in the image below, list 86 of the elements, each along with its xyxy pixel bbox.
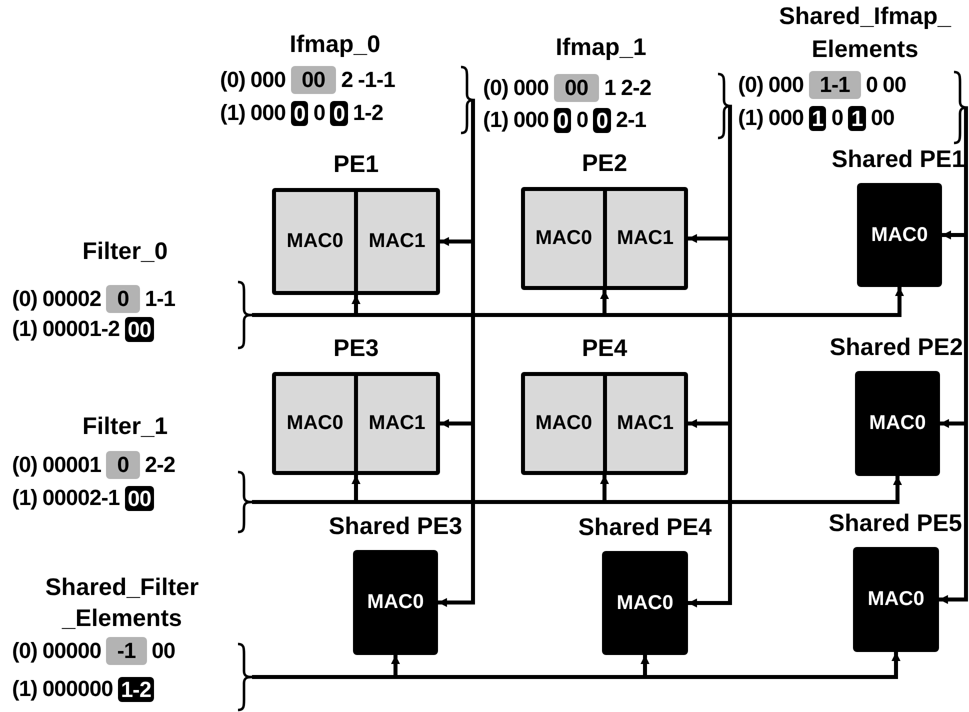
value-text: 000000	[42, 675, 113, 703]
arrow	[252, 652, 900, 679]
highlighted-value: 1	[808, 106, 826, 130]
pe-heading: PE4	[582, 335, 628, 363]
value-text: 00002-1	[42, 484, 120, 512]
mac-cell: MAC1	[606, 376, 684, 471]
group-heading: Filter_0	[81, 238, 169, 266]
mac-label: MAC0	[868, 588, 924, 611]
value-text: 000	[250, 66, 286, 94]
value-text: 00000	[42, 637, 102, 665]
value-text: 1-2	[352, 99, 384, 127]
highlighted-value: -1	[106, 637, 147, 665]
highlighted-value: 0	[290, 100, 308, 126]
value-text: 000	[513, 106, 549, 134]
value-text: 2-2	[620, 74, 652, 102]
arrow	[939, 108, 968, 604]
highlighted-value: 0	[593, 108, 611, 132]
pe-heading: Shared PE3	[328, 513, 462, 541]
value-text: 0	[866, 71, 878, 99]
group-heading: Ifmap_0	[288, 31, 382, 59]
row-index: (1)	[738, 104, 764, 132]
value-text: 00	[882, 71, 906, 99]
mac-label: MAC0	[367, 591, 424, 614]
row-index: (1)	[220, 99, 246, 127]
mac-label: MAC0	[616, 592, 674, 614]
highlighted-value: 0	[106, 285, 140, 313]
value-text: 000	[513, 74, 549, 102]
pe-heading: Shared PE5	[828, 510, 962, 538]
mac-label: MAC0	[869, 412, 926, 435]
mac-cell: MAC0	[525, 376, 606, 471]
value-text: 00002	[42, 285, 102, 313]
pe-heading: Shared PE2	[830, 334, 963, 362]
group-heading: Shared_Filter _Elements	[44, 573, 200, 634]
highlighted-value: 00	[124, 486, 154, 510]
mac-label: MAC0	[871, 224, 928, 246]
value-text: 0	[831, 104, 844, 132]
value-text: 0	[576, 106, 588, 134]
mac-cell: MAC0	[525, 191, 606, 286]
value-text: 000	[250, 99, 286, 127]
row-index: (1)	[12, 675, 38, 703]
row-index: (0)	[12, 285, 38, 313]
value-text: 1-1	[144, 285, 176, 313]
group-heading: Ifmap_1	[554, 34, 648, 62]
value-text: 2-2	[144, 451, 176, 479]
highlighted-value: 0	[330, 100, 348, 126]
group-heading: Shared_Ifmap_ Elements	[778, 2, 952, 65]
value-text: 000	[768, 104, 804, 132]
value-text: 2-1	[616, 106, 646, 134]
pe-heading: PE1	[333, 151, 379, 179]
pe-heading: Shared PE1	[832, 146, 965, 174]
arrow	[252, 476, 902, 504]
mac-cell: MAC0	[276, 192, 358, 291]
value-text: 00001	[42, 451, 102, 479]
row-index: (0)	[220, 66, 246, 94]
value-text: 00001-2	[42, 315, 120, 343]
pe-heading: PE2	[582, 150, 628, 178]
row-index: (0)	[738, 71, 764, 99]
highlighted-value: 00	[554, 74, 600, 102]
group-heading: Filter_1	[81, 413, 169, 441]
value-text: 1	[604, 74, 616, 102]
row-index: (0)	[12, 451, 38, 479]
highlighted-value: 00	[290, 66, 336, 94]
pe-heading: Shared PE4	[578, 514, 712, 542]
mac-cell: MAC1	[358, 192, 436, 291]
mac-cell: MAC0	[276, 376, 358, 471]
highlighted-value: 1-1	[808, 71, 861, 99]
value-text: 2	[341, 66, 353, 94]
highlighted-value: 0	[106, 451, 140, 479]
row-index: (1)	[483, 106, 508, 134]
mac-cell: MAC1	[606, 191, 684, 286]
arrow	[252, 287, 904, 317]
highlighted-value: 1-2	[118, 676, 154, 702]
highlighted-value: 1	[848, 106, 866, 130]
row-index: (0)	[483, 74, 508, 102]
row-index: (0)	[12, 637, 38, 665]
row-index: (1)	[12, 315, 38, 343]
value-text: -1-1	[358, 66, 395, 94]
highlighted-value: 00	[124, 316, 154, 342]
value-text: 00	[870, 104, 894, 132]
value-text: 0	[313, 99, 326, 127]
mac-cell: MAC1	[358, 376, 436, 471]
highlighted-value: 0	[554, 108, 572, 132]
pe-heading: PE3	[333, 335, 379, 363]
row-index: (1)	[12, 484, 38, 512]
value-text: 00	[152, 637, 176, 665]
value-text: 000	[768, 71, 804, 99]
